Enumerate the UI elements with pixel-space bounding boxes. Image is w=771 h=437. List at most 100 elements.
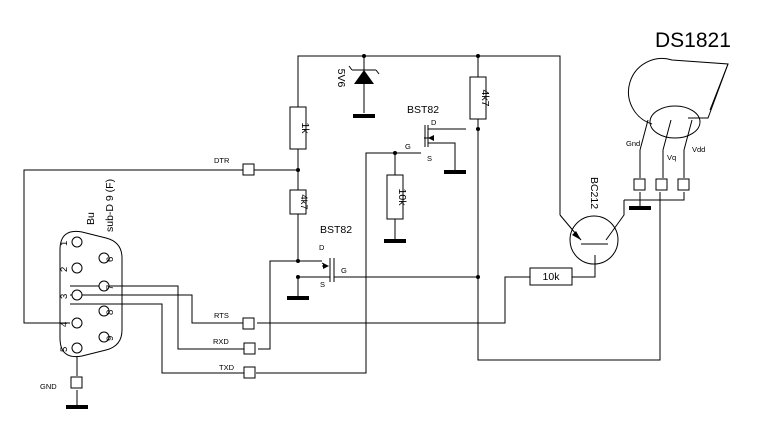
wire-transistor-collector xyxy=(605,200,625,241)
mosfet-label: BST82 xyxy=(320,224,352,236)
connector-name: Bu xyxy=(85,212,97,225)
wire-base xyxy=(572,255,596,278)
signal-labels: DTR RTS RXD TXD GND xyxy=(40,156,235,391)
connector-pin-4 xyxy=(71,317,83,329)
sensor-flat xyxy=(709,63,729,111)
connector-pin-label: 7 xyxy=(105,285,116,290)
terminal-rts xyxy=(242,317,255,330)
ground-bar xyxy=(287,296,309,300)
mosfet-gate-label: G xyxy=(405,142,411,151)
wire-rts xyxy=(70,276,530,324)
mosfet-arrow xyxy=(323,263,329,269)
ground-bar xyxy=(384,239,406,243)
junction-dot xyxy=(296,168,300,172)
connector-pin-label: 6 xyxy=(105,257,116,262)
zener-label: 5V6 xyxy=(335,69,347,88)
wire-right-column xyxy=(477,56,661,361)
connector-pin-label: 8 xyxy=(105,310,116,315)
mosfet-drain-label: D xyxy=(431,118,437,127)
wire-top-rail xyxy=(297,55,561,215)
connector-pin-label: 2 xyxy=(59,267,70,272)
resistor-4k7-left: 4k7 xyxy=(289,189,309,215)
ground-bar xyxy=(66,405,88,409)
transistor-circle xyxy=(569,215,619,265)
mosfet-label: BST82 xyxy=(407,104,439,116)
junction-dot xyxy=(362,54,366,58)
junction-dot xyxy=(393,151,397,155)
connector-pin-6 xyxy=(98,252,110,264)
mosfet-arrow xyxy=(428,135,434,141)
resistor-body xyxy=(529,267,573,286)
ground-bar xyxy=(629,206,651,210)
resistor-10k-gate: 10k xyxy=(386,174,408,220)
label-dtr: DTR xyxy=(214,156,230,165)
connector-pin-7 xyxy=(98,280,110,292)
sensor-title: DS1821 xyxy=(655,29,731,52)
resistor-10k-base: 10k xyxy=(529,267,573,286)
resistor-body xyxy=(289,106,307,150)
wire-rxd xyxy=(70,285,244,350)
wire-txd xyxy=(70,303,244,374)
resistor-label: 10k xyxy=(543,271,561,283)
label-rxd: RXD xyxy=(213,337,229,346)
wire-sensor-legs xyxy=(639,119,693,151)
terminal-dtr xyxy=(242,163,255,176)
resistor-label: 4k7 xyxy=(298,194,309,209)
zener-triangle xyxy=(354,70,374,84)
connector-pin-label: 4 xyxy=(59,322,70,327)
resistor-body xyxy=(386,174,404,220)
label-txd: TXD xyxy=(219,363,235,372)
sensor-body xyxy=(627,57,729,125)
wire-dtr xyxy=(23,169,298,324)
connector-pin-3 xyxy=(71,289,83,301)
resistor-1k: 1k xyxy=(289,106,311,150)
terminal-sensor-vdd xyxy=(677,178,690,191)
transistor-emitter-arrow xyxy=(572,231,581,240)
connector-pin-label: 1 xyxy=(59,241,70,246)
terminal-sensor-gnd xyxy=(633,178,646,191)
junction-dot xyxy=(476,54,480,58)
junction-dot xyxy=(476,127,480,131)
transistor-bc212: BC212 xyxy=(569,177,619,265)
ground-symbols xyxy=(66,114,651,409)
junctions xyxy=(296,54,480,279)
zener-diode: 5V6 xyxy=(335,65,380,88)
junction-dot xyxy=(296,275,300,279)
sensor-pin-vq-label: Vq xyxy=(667,153,676,162)
connector-type: sub-D 9 (F) xyxy=(104,179,116,232)
ground-bar xyxy=(444,170,466,174)
mosfet-drain-label: D xyxy=(319,243,325,252)
connector-pin-5 xyxy=(71,342,83,354)
resistor-body xyxy=(469,76,487,120)
zener-bar xyxy=(348,65,380,75)
resistor-4k7-right: 4k7 xyxy=(469,76,491,120)
transistor-label: BC212 xyxy=(588,177,600,209)
connector-pin-2 xyxy=(71,262,83,274)
connector-subd9: 1 2 3 4 5 6 7 8 9 Bu sub-D 9 (F) xyxy=(59,179,123,358)
mosfet-source-label: S xyxy=(427,154,432,163)
label-rts: RTS xyxy=(214,311,229,320)
sensor-pin-gnd-label: Gnd xyxy=(626,139,640,148)
label-gnd: GND xyxy=(40,382,57,391)
connector-shell xyxy=(59,230,123,358)
terminal-sensor-vq xyxy=(655,178,668,191)
terminal-gnd xyxy=(70,376,83,389)
resistor-body xyxy=(289,189,307,215)
sensor-pin-vdd-label: Vdd xyxy=(692,145,705,154)
wire-upper-mosfet xyxy=(256,125,466,374)
resistor-label: 1k xyxy=(299,122,311,134)
sensor-face xyxy=(649,105,701,139)
sensor-ds1821: DS1821 Gnd Vq Vdd xyxy=(626,29,731,162)
resistor-label: 4k7 xyxy=(479,90,491,107)
terminals xyxy=(70,163,690,389)
terminal-rxd xyxy=(243,342,256,355)
mosfet-gate-label: G xyxy=(341,266,347,275)
connector-pin-8 xyxy=(98,305,110,317)
connector-pin-label: 3 xyxy=(59,294,70,299)
mosfet-upper: BST82 D G S xyxy=(405,104,439,163)
terminal-txd xyxy=(243,366,256,379)
junction-dot xyxy=(476,275,480,279)
connector-pin-1 xyxy=(71,236,83,248)
connector-pin-label: 5 xyxy=(59,347,70,352)
